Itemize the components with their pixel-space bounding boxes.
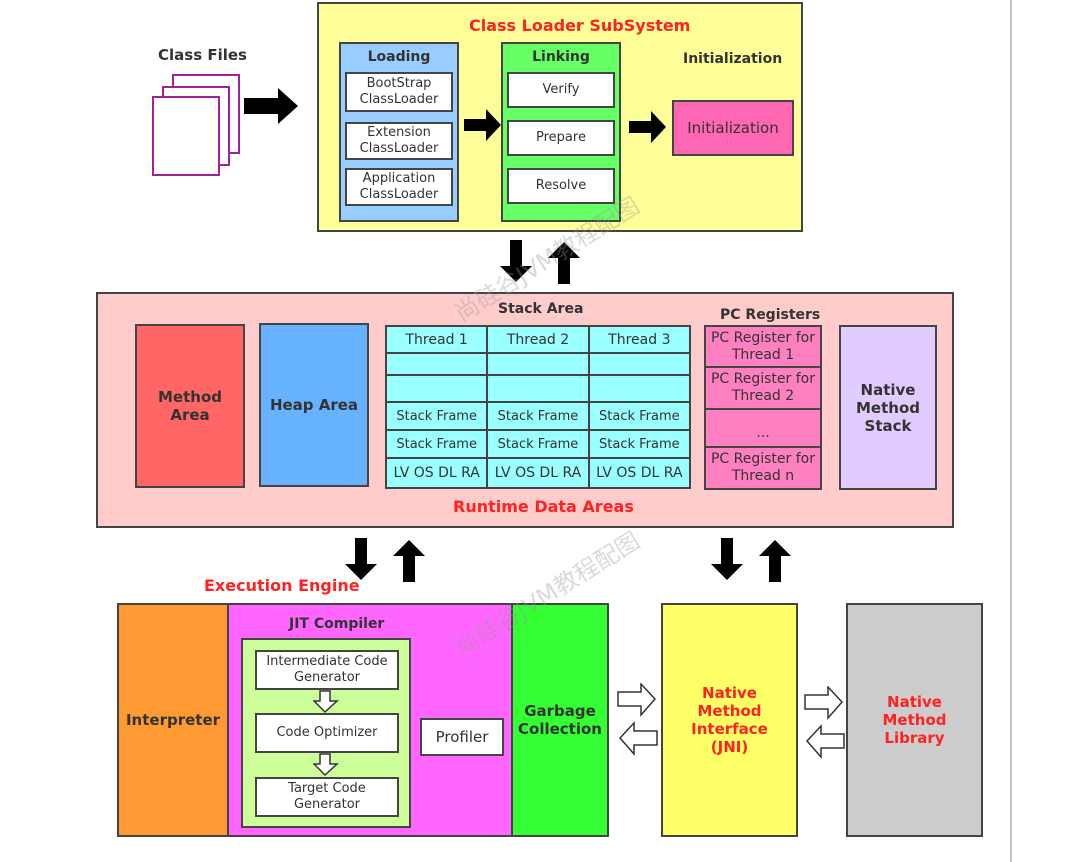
- frame-contents: LV OS DL RA: [486, 457, 590, 489]
- intermediate-code-generator: Intermediate Code Generator: [255, 650, 399, 690]
- arrow-right-icon: [244, 88, 298, 124]
- bidirectional-arrows-icon: [500, 240, 580, 284]
- stack-cell: [587, 374, 692, 403]
- stack-cell: [384, 374, 489, 403]
- pc-register: PC Register for Thread n: [710, 451, 815, 484]
- jit-compiler-title: JIT Compiler: [289, 616, 385, 632]
- class-files-icon: [150, 72, 242, 178]
- jit-compiler: JIT Compiler Intermediate Code Generator…: [227, 603, 513, 837]
- loading-title: Loading: [367, 49, 431, 65]
- pc-register: PC Register for Thread 1: [706, 327, 820, 368]
- arrow-down-outline-icon: [313, 753, 339, 777]
- resolve-step: Resolve: [507, 168, 615, 204]
- verify-step: Verify: [507, 72, 615, 108]
- pc-register: PC Register for Thread 2: [706, 368, 820, 410]
- heap-area: Heap Area: [259, 323, 369, 487]
- pc-registers: PC Register for Thread 1 PC Register for…: [704, 325, 822, 490]
- arrow-right-icon: [629, 111, 666, 143]
- profiler: Profiler: [420, 718, 504, 756]
- thread-header: Thread 2: [486, 325, 590, 354]
- thread-header: Thread 1: [384, 325, 489, 354]
- native-method-stack: Native Method Stack: [839, 325, 937, 490]
- arrow-right-icon: [464, 109, 501, 141]
- class-loader-title: Class Loader SubSystem: [469, 16, 691, 35]
- method-area: Method Area: [135, 324, 245, 488]
- jit-pipeline: Intermediate Code Generator Code Optimiz…: [241, 638, 411, 828]
- bidirectional-arrows-icon: [345, 538, 425, 582]
- stack-frame: Stack Frame: [486, 401, 590, 431]
- native-method-interface: Native Method Interface (JNI): [661, 603, 798, 837]
- class-files-label: Class Files: [158, 46, 247, 64]
- stack-frame: Stack Frame: [384, 401, 489, 431]
- arrow-down-outline-icon: [313, 690, 339, 714]
- stack-frame: Stack Frame: [384, 429, 489, 459]
- stack-area-title: Stack Area: [498, 301, 584, 317]
- application-classloader: Application ClassLoader: [345, 168, 453, 206]
- linking-title: Linking: [532, 49, 590, 65]
- class-loader-subsystem: Class Loader SubSystem Loading BootStrap…: [317, 2, 803, 232]
- pc-registers-title: PC Registers: [720, 307, 821, 323]
- stack-cell: [486, 374, 590, 403]
- stack-area-table: Thread 1 Thread 2 Thread 3 Stack Frame S…: [384, 325, 692, 489]
- stack-frame: Stack Frame: [587, 401, 692, 431]
- execution-engine-title: Execution Engine: [204, 576, 360, 595]
- runtime-data-areas-title: Runtime Data Areas: [453, 497, 634, 516]
- stack-frame: Stack Frame: [587, 429, 692, 459]
- prepare-step: Prepare: [507, 120, 615, 156]
- stack-cell: [587, 352, 692, 376]
- linking-box: Linking Verify Prepare Resolve: [501, 42, 621, 222]
- page-divider: [1010, 0, 1012, 862]
- pc-register-ellipsis: ...: [706, 410, 820, 448]
- thread-header: Thread 3: [587, 325, 692, 354]
- garbage-collection: Garbage Collection: [511, 603, 609, 837]
- frame-contents: LV OS DL RA: [587, 457, 692, 489]
- bidirectional-outline-arrows-icon: [617, 683, 658, 756]
- initialization-title: Initialization: [683, 51, 783, 67]
- extension-classloader: Extension ClassLoader: [345, 122, 453, 160]
- native-method-library: Native Method Library: [846, 603, 983, 837]
- stack-cell: [486, 352, 590, 376]
- bootstrap-classloader: BootStrap ClassLoader: [345, 72, 453, 112]
- frame-contents: LV OS DL RA: [384, 457, 489, 489]
- stack-cell: [384, 352, 489, 376]
- code-optimizer: Code Optimizer: [255, 713, 399, 753]
- target-code-generator: Target Code Generator: [255, 777, 399, 817]
- runtime-data-areas: Method Area Heap Area Stack Area Thread …: [96, 292, 954, 528]
- interpreter: Interpreter: [117, 603, 229, 837]
- initialization-box: Initialization: [672, 100, 794, 156]
- loading-box: Loading BootStrap ClassLoader Extension …: [339, 42, 459, 222]
- stack-frame: Stack Frame: [486, 429, 590, 459]
- bidirectional-arrows-icon: [711, 538, 791, 582]
- bidirectional-outline-arrows-icon: [804, 686, 845, 759]
